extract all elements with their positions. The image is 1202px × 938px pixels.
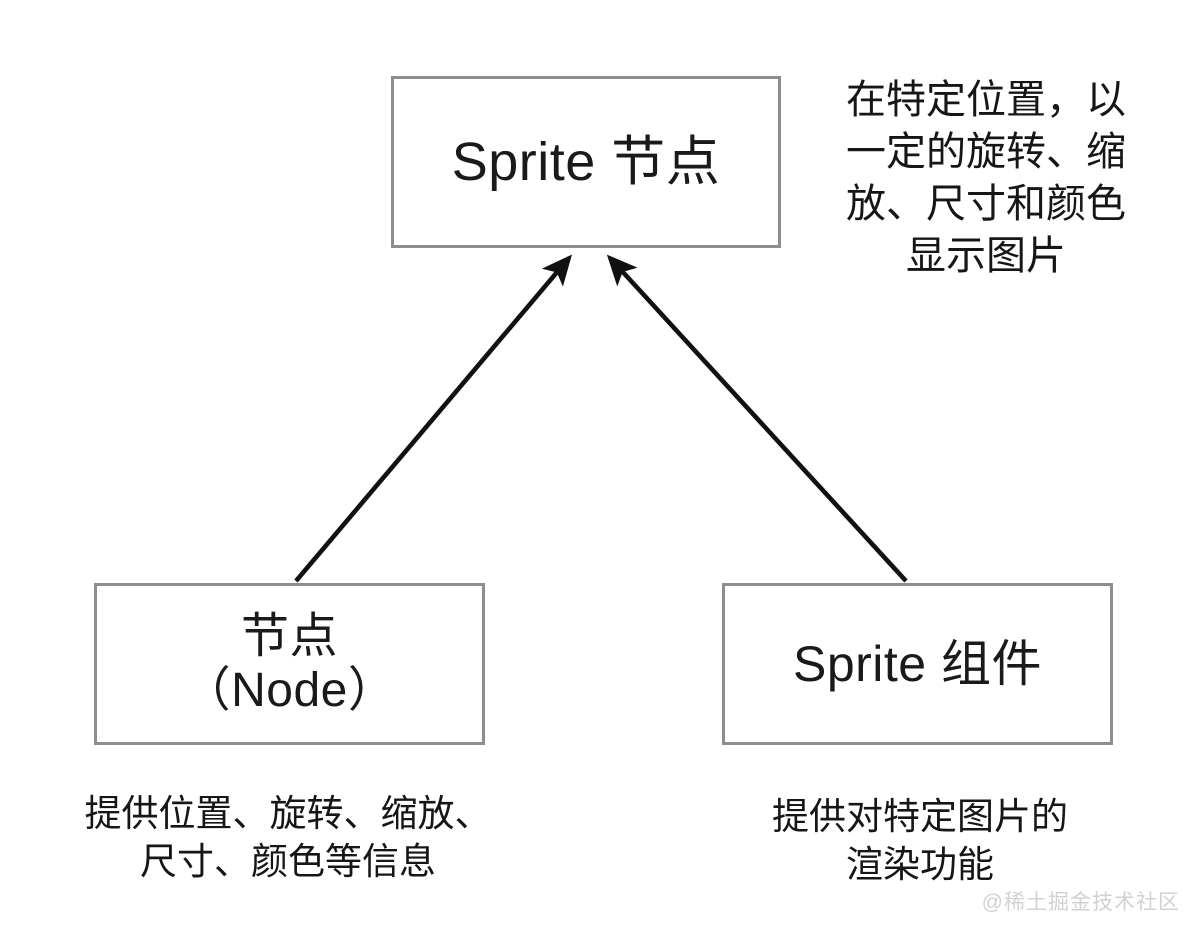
arrow-sprite-component-to-sprite-node [606, 254, 908, 583]
box-sprite-component-label: Sprite 组件 [792, 636, 1042, 692]
arrow-node-to-sprite-node [294, 254, 572, 583]
box-sprite-component: Sprite 组件 [722, 583, 1113, 745]
annotation-sprite-component-line-1: 提供对特定图片的 [772, 796, 1068, 837]
annotation-sprite-node-line-2: 一定的旋转、缩 [846, 130, 1126, 174]
annotation-sprite-component: 提供对特定图片的 渲染功能 [700, 793, 1140, 889]
box-sprite-node: Sprite 节点 [391, 76, 781, 248]
annotation-sprite-node-line-1: 在特定位置，以 [846, 78, 1126, 122]
annotation-node-line-2: 尺寸、颜色等信息 [140, 841, 436, 883]
watermark: @稀土掘金技术社区 [981, 891, 1180, 914]
box-node-label-line-1: 节点 [240, 610, 338, 664]
annotation-node: 提供位置、旋转、缩放、 尺寸、颜色等信息 [38, 790, 538, 886]
box-node: 节点 （Node） [94, 583, 485, 745]
annotation-sprite-node: 在特定位置，以 一定的旋转、缩 放、尺寸和颜色 显示图片 [816, 74, 1156, 282]
annotation-node-line-1: 提供位置、旋转、缩放、 [84, 793, 492, 834]
annotation-sprite-node-line-3: 放、尺寸和颜色 [846, 182, 1126, 226]
box-sprite-node-label: Sprite 节点 [451, 131, 721, 192]
annotation-sprite-node-line-4: 显示图片 [906, 234, 1066, 278]
box-node-label-line-2: （Node） [182, 664, 397, 717]
annotation-sprite-component-line-2: 渲染功能 [846, 844, 994, 886]
